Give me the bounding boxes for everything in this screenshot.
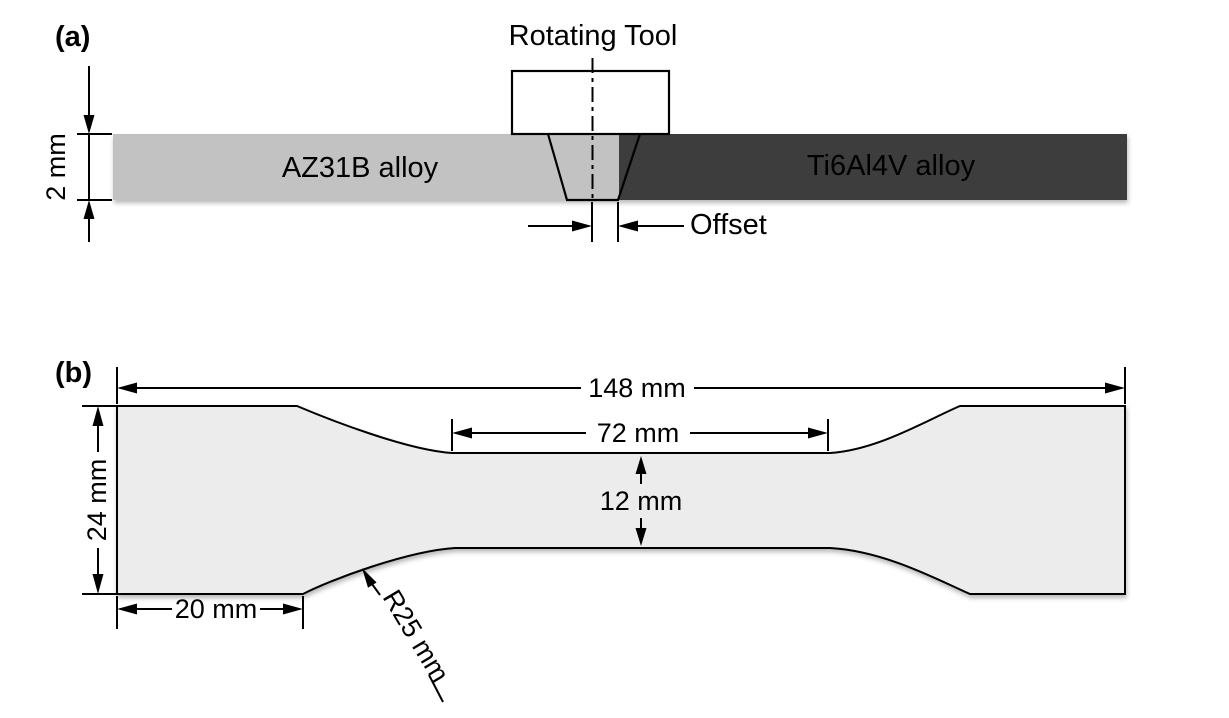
tool-shoulder <box>510 69 671 136</box>
tool-pin <box>546 133 642 202</box>
az31b-plate <box>113 134 619 200</box>
gauge-length-dimension: 72 mm <box>451 418 829 451</box>
grip-length-label: 20 mm <box>175 594 258 624</box>
total-length-dimension: 148 mm <box>116 367 1126 404</box>
total-length-label: 148 mm <box>588 373 686 403</box>
ti6al4v-plate-label: Ti6Al4V alloy <box>807 150 976 182</box>
thickness-dimension: 2 mm <box>41 66 112 242</box>
specimen-outline <box>116 405 1126 595</box>
ti6al4v-plate <box>619 134 1127 200</box>
gauge-width-label: 12 mm <box>600 486 683 516</box>
grip-length-dimension: 20 mm <box>116 594 304 629</box>
offset-dimension: Offset <box>528 202 767 242</box>
panel-a: (a) Rotating Tool AZ31B alloy Ti6Al4V al… <box>41 20 1127 242</box>
fillet-radius-annotation: R25 mm <box>362 568 455 703</box>
rotating-tool-label: Rotating Tool <box>509 20 678 52</box>
panel-a-label: (a) <box>55 21 90 53</box>
panel-b-label: (b) <box>55 357 92 389</box>
gauge-width-dimension: 12 mm <box>600 456 683 546</box>
az31b-plate-label: AZ31B alloy <box>282 152 439 184</box>
gauge-length-label: 72 mm <box>597 418 680 448</box>
grip-width-dimension: 24 mm <box>82 405 122 595</box>
panel-b: (b) 148 mm 72 mm <box>55 357 1126 703</box>
thickness-label: 2 mm <box>41 133 71 201</box>
offset-label: Offset <box>690 209 767 241</box>
workpiece-plates <box>113 134 1127 200</box>
fillet-radius-label: R25 mm <box>377 585 455 688</box>
grip-width-label: 24 mm <box>82 459 112 542</box>
